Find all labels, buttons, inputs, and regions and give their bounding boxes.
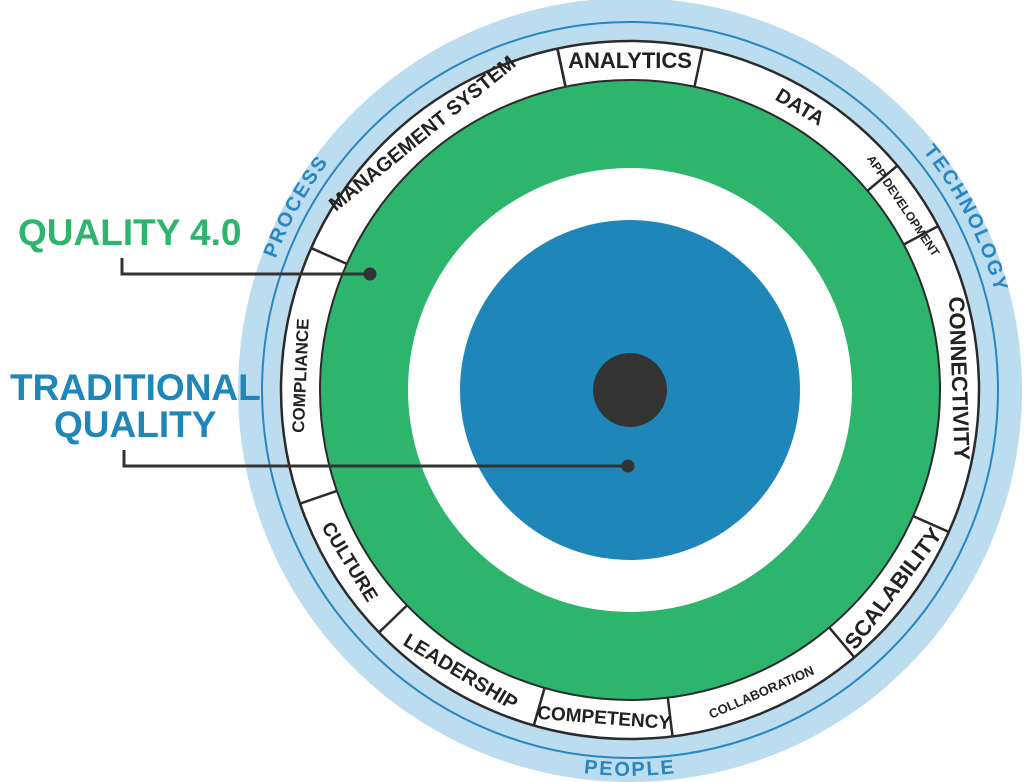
segment-dividers xyxy=(299,48,950,737)
legend-traditional-marker xyxy=(621,459,635,473)
segment-divider xyxy=(828,626,856,659)
outer-label-people: PEOPLE xyxy=(583,756,677,781)
segment-divider xyxy=(556,48,567,88)
legend-quality40-leader-line xyxy=(120,258,370,276)
segment-divider xyxy=(666,697,674,737)
segment-label-compliance: COMPLIANCE xyxy=(289,318,313,433)
segment-divider xyxy=(378,604,408,634)
legend-traditional-line2: QUALITY xyxy=(54,404,217,445)
segment-divider xyxy=(693,48,704,88)
legend-quality40-label: QUALITY 4.0 xyxy=(18,212,241,253)
segment-label-connectivity: CONNECTIVITY xyxy=(944,296,975,461)
legend-traditional-leader-line xyxy=(122,450,628,468)
legend-quality40-marker xyxy=(363,267,377,281)
segment-label-analytics: ANALYTICS xyxy=(568,48,692,73)
outer-band-line xyxy=(261,21,999,759)
legend-traditional-line1: TRADITIONAL xyxy=(10,367,261,408)
segment-divider xyxy=(299,489,338,505)
segment-divider xyxy=(532,687,546,726)
center-dot xyxy=(593,353,667,427)
segment-divider xyxy=(866,164,899,192)
segment-divider xyxy=(912,514,950,534)
segment-divider xyxy=(310,246,348,266)
segment-divider xyxy=(903,225,939,246)
